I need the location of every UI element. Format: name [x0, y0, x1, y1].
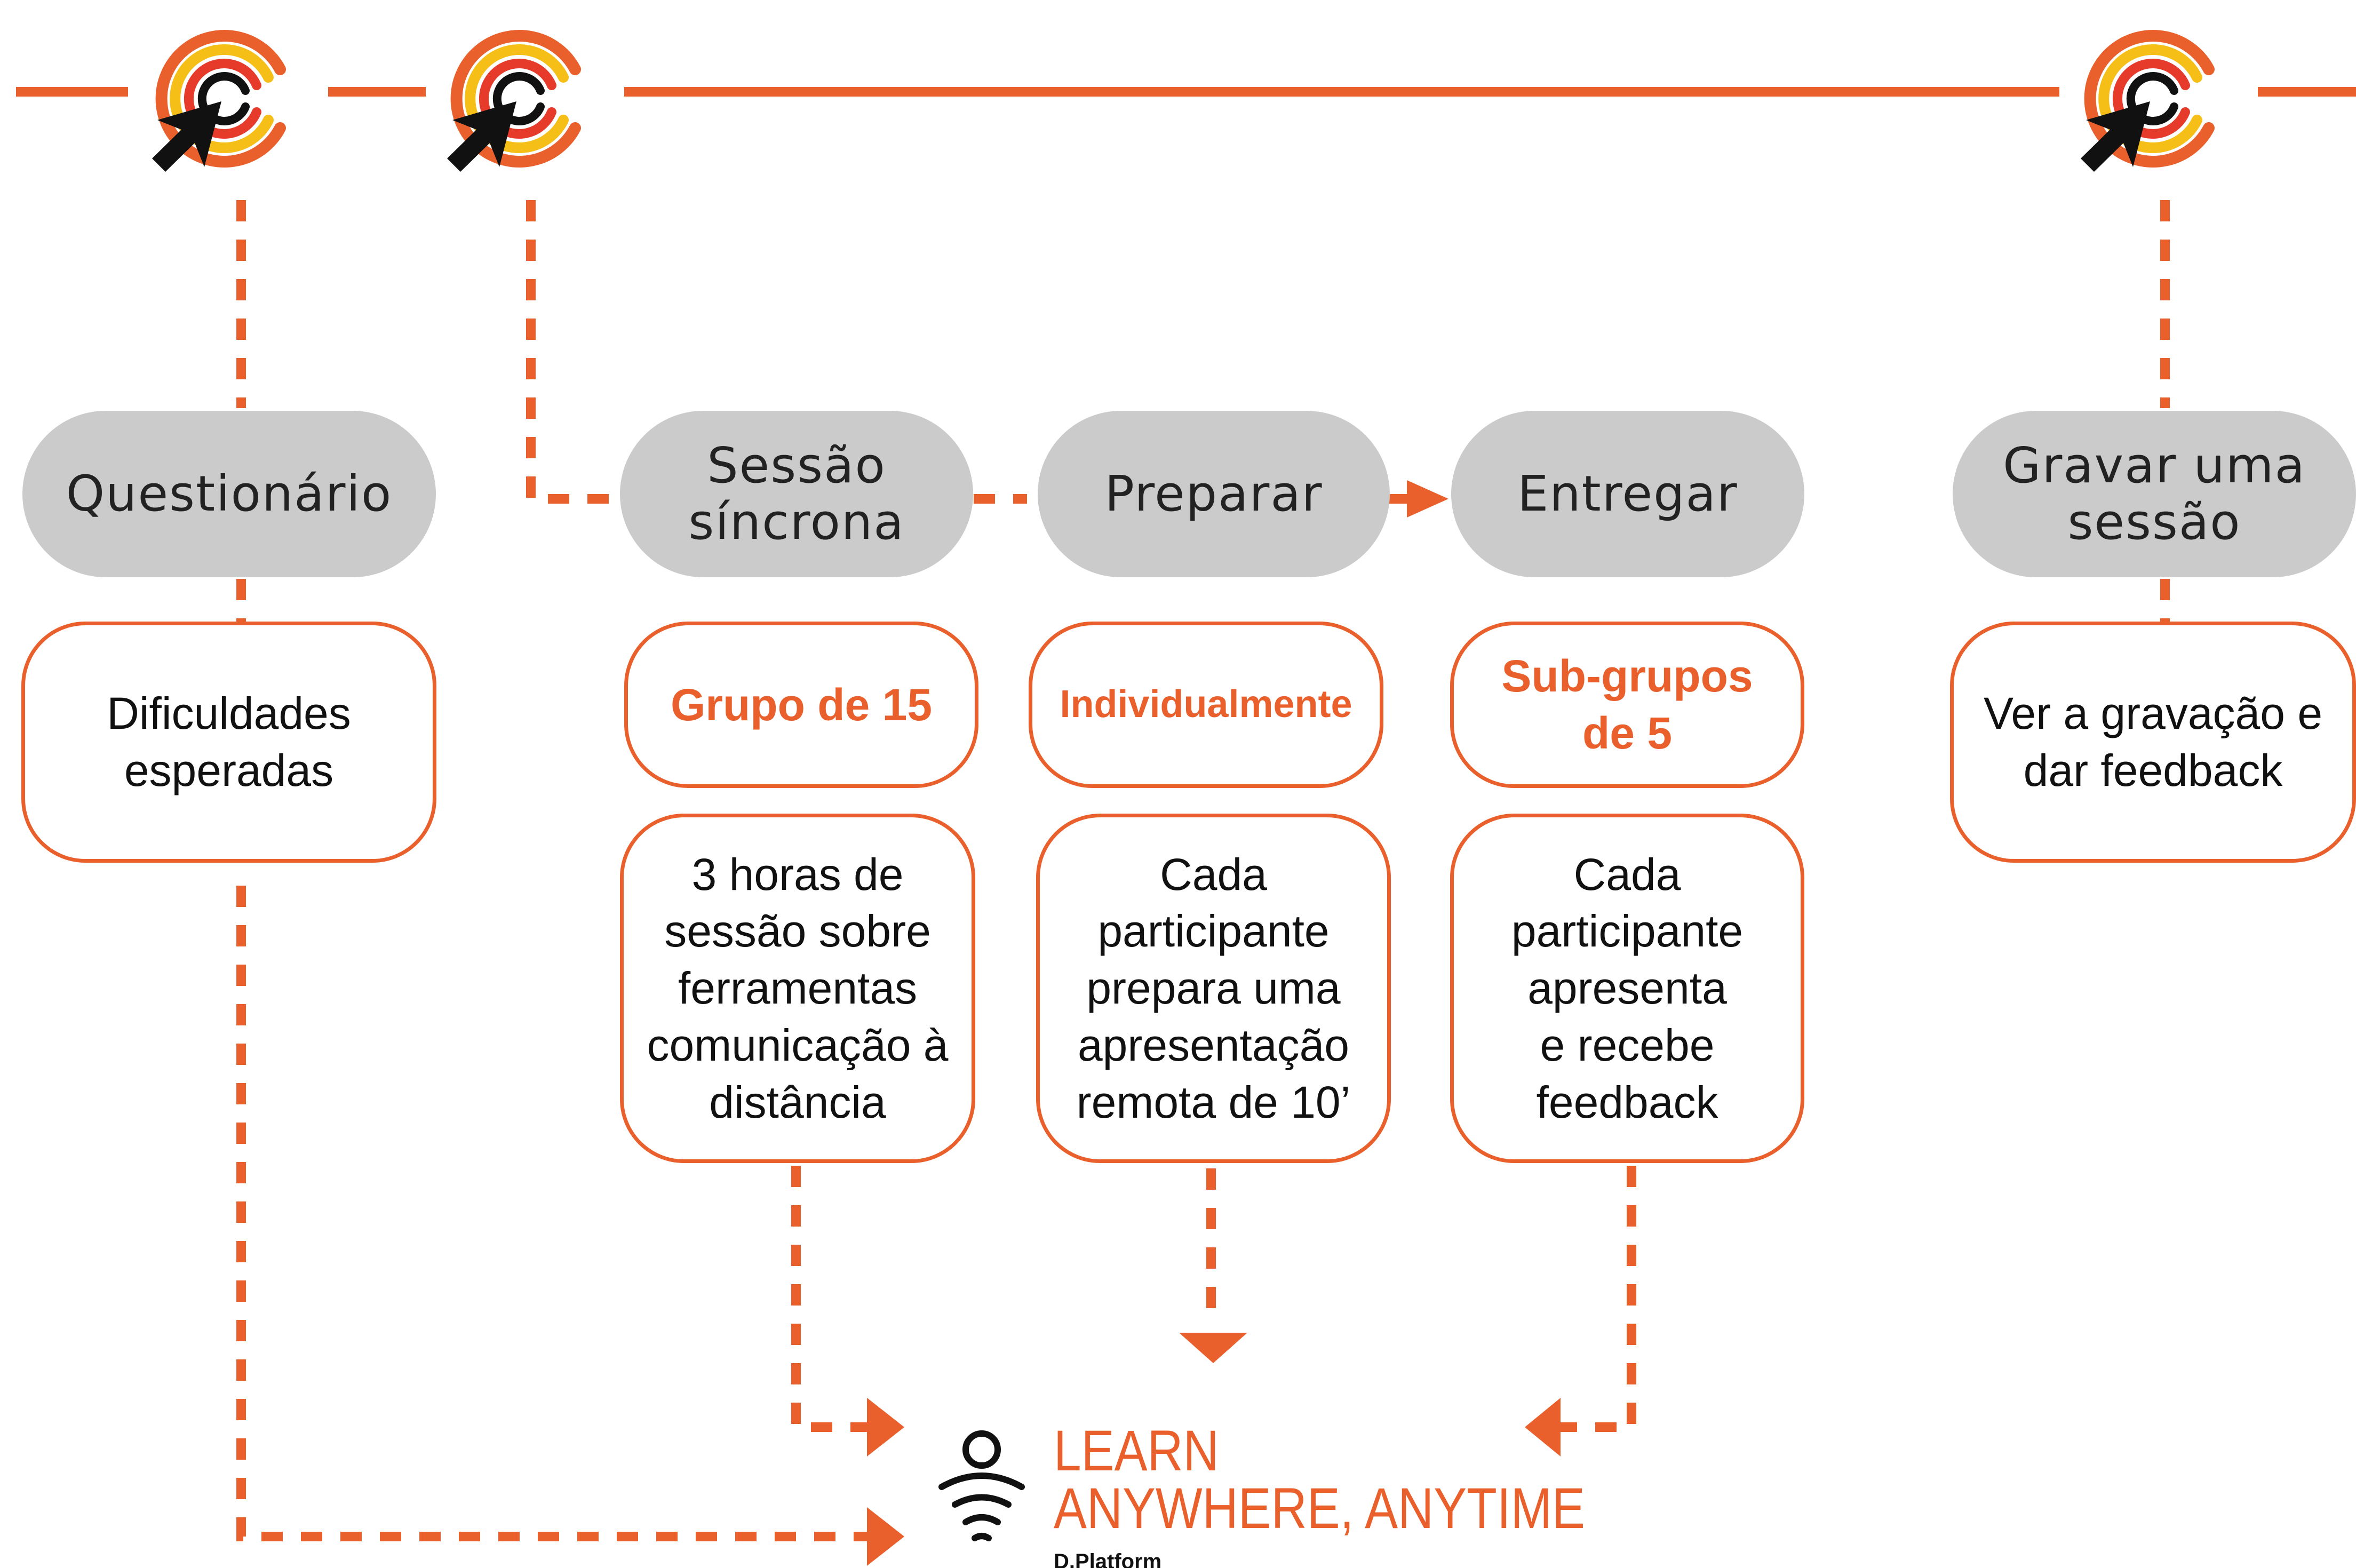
- arrowhead: [1407, 480, 1448, 518]
- step-detail-box: Cada participante apresenta e recebe fee…: [1450, 814, 1804, 1163]
- cursor-target-icon: [152, 30, 286, 172]
- step-sessao-pill: Sessão síncrona: [620, 411, 973, 577]
- arrowhead: [867, 1507, 904, 1566]
- group-size-badge: Sub-grupos de 5: [1450, 622, 1804, 788]
- cursor-target-icon: [447, 30, 581, 172]
- dashed-connector: [236, 886, 870, 1541]
- step-detail-box: Cada participante prepara uma apresentaç…: [1036, 814, 1391, 1163]
- step-questionario-pill: Questionário: [22, 411, 436, 577]
- step-detail-box: Ver a gravação e dar feedback: [1950, 622, 2356, 863]
- step-gravar-pill: Gravar uma sessão: [1953, 411, 2356, 577]
- dashed-connector: [1561, 1166, 1636, 1432]
- arrowhead: [1525, 1398, 1561, 1456]
- brand-platform-name: D.Platform: [1054, 1550, 1162, 1568]
- step-detail-box: 3 horas de sessão sobre ferramentas comu…: [620, 814, 975, 1163]
- group-size-badge: Grupo de 15: [624, 622, 978, 788]
- step-preparar-pill: Preparar: [1038, 411, 1390, 577]
- dashed-connector: [526, 200, 619, 504]
- brand-wordmark: LEARN ANYWHERE, ANYTIME: [1054, 1422, 1585, 1537]
- brand-line-1: LEARN: [1054, 1418, 1219, 1483]
- step-entregar-pill: Entregar: [1451, 411, 1804, 577]
- dashed-connector: [791, 1166, 870, 1432]
- step-detail-box: Dificuldades esperadas: [21, 622, 436, 863]
- cursor-target-icon: [2081, 30, 2215, 172]
- arrowhead: [867, 1398, 904, 1456]
- brand-line-2: ANYWHERE, ANYTIME: [1054, 1476, 1586, 1540]
- arrowhead: [1179, 1333, 1247, 1363]
- person-wifi-icon: [938, 1430, 1025, 1541]
- group-size-badge: Individualmente: [1029, 622, 1383, 788]
